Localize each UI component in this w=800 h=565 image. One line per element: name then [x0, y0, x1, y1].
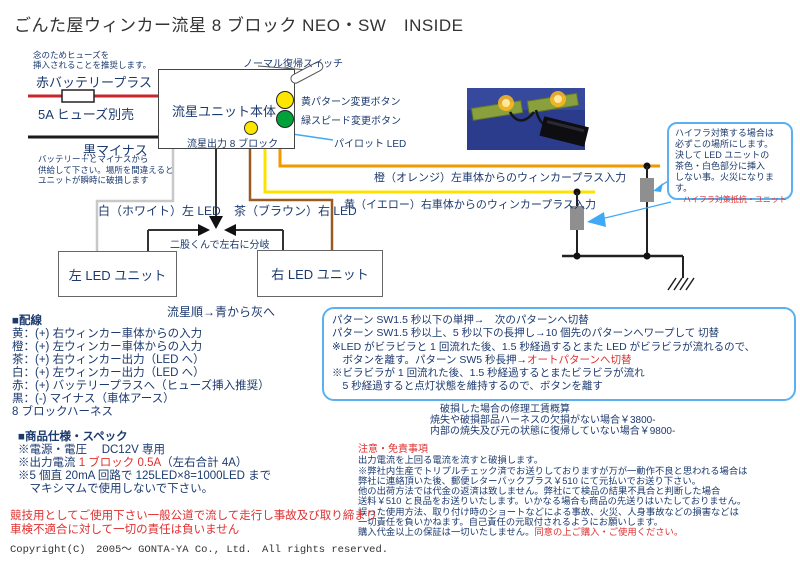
yellow-pattern-button	[276, 91, 294, 109]
pilot-led	[244, 121, 258, 135]
arrow-right-icon	[198, 224, 210, 236]
pattern-instruction-box: パターン SW1.5 秒以下の単押→ 次のパターンへ切替 パターン SW1.5 …	[322, 307, 796, 401]
agree-red-text: 同意の上ご購入・ご使用ください。	[534, 527, 684, 538]
fuse-symbol-icon	[61, 89, 95, 103]
arrow-down-icon	[209, 216, 223, 229]
yellow-wire	[263, 149, 595, 194]
resistor-icon	[570, 206, 584, 230]
left-led-unit-box: 左 LED ユニット	[58, 251, 177, 297]
main-unit-label: 流星ユニット本体	[172, 104, 277, 119]
red-plus-label: 赤バッテリープラス	[36, 75, 152, 90]
pilot-led-label: パイロット LED	[334, 139, 407, 150]
hifla-callout: ハイフラ対策する場合は 必ずこの場所にします。 決して LED ユニットの 茶色…	[667, 122, 793, 204]
orange-wire-label: 橙（オレンジ）左車体からのウィンカープラス入力	[374, 172, 627, 184]
normal-restore-switch-label: ノーマル復帰スイッチ	[243, 59, 343, 70]
copyright-line: Copyright(C) 2005～ GONTA-YA Co., Ltd. Al…	[10, 544, 389, 556]
split-label: 二股くんで左右に分岐	[170, 240, 270, 251]
spec-section: ■商品仕様・スペック ※電源・電圧 DC12V 専用 ※出力電流 1 ブロック …	[18, 431, 272, 495]
arrow-left-icon	[224, 224, 236, 236]
callout-arrow-icon	[653, 183, 663, 192]
right-led-unit-label: 右 LED ユニット	[271, 267, 369, 282]
fuse-sold-separately-label: 5A ヒューズ別売	[38, 107, 135, 122]
competition-warning: 競技用としてご使用下さい一般公道で流して走行し事故及び取り締まり 車検不適合に対…	[10, 510, 378, 536]
disclaimer-section: 注意・免責事項 出力電流を上回る電流を流すと破損します。 ※弊社内生産でトリプル…	[358, 444, 748, 538]
black-minus-label: 黒マイナス	[83, 143, 148, 158]
yellow-wire-label: 黄（イエロー）右車体からのウィンカープラス入力	[344, 199, 597, 211]
fuse-note: 念のためヒューズを 挿入されることを推奨します。	[33, 50, 152, 70]
left-led-unit-label: 左 LED ユニット	[68, 267, 167, 283]
flow-order-note: 流星順→青から灰へ	[167, 305, 276, 319]
right-led-unit-box: 右 LED ユニット	[257, 250, 383, 297]
ground-icon	[667, 277, 695, 291]
brown-wire-label: 茶（ブラウン）右 LED	[234, 204, 357, 218]
orange-wire	[278, 149, 660, 168]
green-button-label: 緑スピード変更ボタン	[301, 116, 401, 127]
output-8block-label: 流星出力 8 ブロック	[187, 139, 279, 150]
spec-heading: ■商品仕様・スペック	[18, 431, 128, 443]
white-wire	[95, 149, 175, 251]
wiring-heading: ■配線	[12, 315, 42, 327]
callout-arrow-icon	[587, 212, 606, 227]
auto-pattern-red-text: オートパターンへ切替	[527, 353, 632, 366]
output-current-red-text: 1 ブロック 0.5A	[78, 457, 162, 469]
white-wire-label: 白（ホワイト）左 LED	[98, 204, 221, 218]
repair-cost-note: 破損した場合の修理工賃概算 焼失や破損部品ハーネスの欠損がない場合￥3800- …	[430, 404, 676, 437]
battery-warning-note: バッテリー＋とマイナスから 供給して下さい。場所を間違えると ユニットが瞬時に破…	[38, 154, 174, 186]
wiring-list-section: ■配線 黄：(+) 右ウィンカー車体からの入力 橙：(+) 左ウィンカー車体から…	[12, 315, 270, 418]
green-speed-button	[276, 110, 294, 128]
disclaimer-heading: 注意・免責事項	[358, 444, 428, 455]
hifla-red-note: ハイフラ対策抵抗・ユニット	[683, 195, 787, 204]
product-photo	[467, 88, 589, 150]
main-unit-box	[158, 69, 295, 149]
page-title: ごんた屋ウィンカー流星 8 ブロック NEO・SW INSIDE	[14, 16, 464, 35]
brown-wire	[248, 149, 334, 250]
yellow-button-label: 黄パターン変更ボタン	[301, 97, 401, 108]
resistor-icon	[640, 178, 654, 202]
